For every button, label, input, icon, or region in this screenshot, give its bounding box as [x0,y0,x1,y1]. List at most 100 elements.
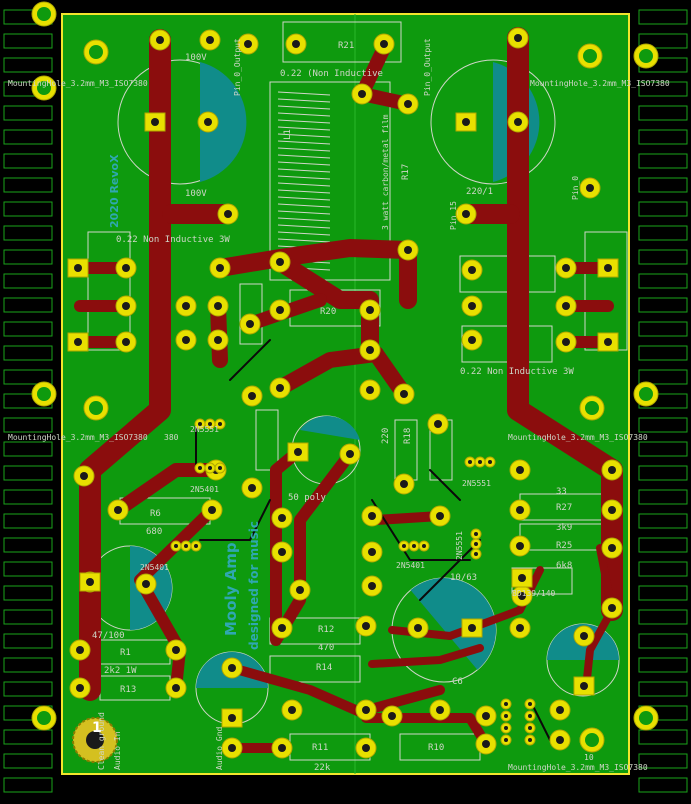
label-q4: 2N5401 [396,561,425,570]
heatsink-fin [3,369,53,385]
coil-winding [277,98,331,103]
through-hole-pad [359,339,381,361]
through-hole-pad [271,737,293,759]
heatsink-fin [3,681,53,697]
credit-sub: designed for music [247,521,261,650]
coil-winding [277,126,331,131]
through-hole-pad [217,203,239,225]
label-r10: R10 [428,743,444,753]
heatsink-fin [3,777,53,793]
heatsink-fin [638,465,688,481]
through-hole-pad [281,699,303,721]
square-pad [67,332,89,352]
label-ind-top: 0.22 (Non Inductive [280,69,383,79]
heatsink-fin [638,177,688,193]
small-pad [474,456,486,468]
credit-vertical: 2020 RevoX [108,154,121,228]
label-pin-out-left: Pin_0_Output [233,38,242,96]
heatsink-fin [638,489,688,505]
through-hole-pad [165,677,187,699]
label-pin-0: Pin_0 [571,176,580,200]
through-hole-pad [361,575,383,597]
small-pad [408,540,420,552]
through-hole-pad [509,459,531,481]
through-hole-pad [429,699,451,721]
label-pad-1: 1 [92,720,102,736]
through-hole-pad [149,29,171,51]
square-pad [461,618,483,638]
through-hole-pad [289,579,311,601]
coil-winding [277,182,331,187]
coil-winding [277,217,331,222]
label-33: 33 [556,487,567,497]
label-clean-ground: Clean ground [97,712,106,770]
through-hole-pad [455,203,477,225]
through-hole-pad [475,733,497,755]
heatsink-fin [638,417,688,433]
heatsink-fin [3,729,53,745]
signal-traces [195,339,551,741]
label-r11: R11 [312,743,328,753]
label-220-1: 220/1 [466,187,493,197]
label-q5: 2N5551 [462,479,491,488]
through-hole-pad [271,541,293,563]
silkscreen-labels: R21 0.22 (Non Inductive 100V 100V 0.22 N… [8,38,670,773]
heatsink-fin [3,57,53,73]
through-hole-pad [209,257,231,279]
through-hole-pad [351,83,373,105]
small-pad [524,710,536,722]
mounting-hole [577,43,603,69]
coil-winding [277,203,331,208]
through-hole-pad [115,331,137,353]
through-hole-pad [107,499,129,521]
heatsink-fin [638,369,688,385]
small-pad [524,698,536,710]
through-hole-pad [427,413,449,435]
heatsink-fin [3,465,53,481]
coil-winding [277,238,331,243]
label-ind-left: 0.22 Non Inductive 3W [116,235,230,245]
through-hole-pad [69,639,91,661]
heatsink-fin [3,129,53,145]
heatsink-fin [638,345,688,361]
label-r17-note: 3 watt carbon/metal film [381,114,390,230]
heatsink-fin [638,777,688,793]
mounting-hole [83,39,109,65]
label-r14: R14 [316,663,332,673]
through-hole-pad [601,597,623,619]
heatsink-fin [638,561,688,577]
through-hole-pad [393,383,415,405]
heatsink-fin [638,753,688,769]
through-hole-pad [175,329,197,351]
label-470: 470 [318,643,334,653]
label-r25: R25 [556,541,572,551]
heatsink-fin [638,297,688,313]
heatsink-fin [3,441,53,457]
label-q2: 2N5401 [190,485,219,494]
label-r27: R27 [556,503,572,513]
through-hole-pad [207,295,229,317]
heatsink-fin [3,585,53,601]
through-hole-pad [271,617,293,639]
label-r12: R12 [318,625,334,635]
small-pad [470,548,482,560]
coil-winding [277,105,331,110]
coil-winding [277,140,331,145]
heatsink-fin [638,225,688,241]
heatsink-fin [3,177,53,193]
heatsink-fin [3,273,53,289]
heatsink-fin [638,441,688,457]
through-hole-pad [115,257,137,279]
label-audio-in: Audio In [113,731,122,770]
through-hole-pad [221,737,243,759]
small-pad [214,462,226,474]
through-hole-pad [509,617,531,639]
heatsink-fin [3,33,53,49]
through-hole-pad [269,377,291,399]
through-hole-pad [555,295,577,317]
coil-winding [277,161,331,166]
through-hole-pad [359,379,381,401]
heatsink-fin [638,273,688,289]
label-3k9: 3k9 [556,523,572,533]
